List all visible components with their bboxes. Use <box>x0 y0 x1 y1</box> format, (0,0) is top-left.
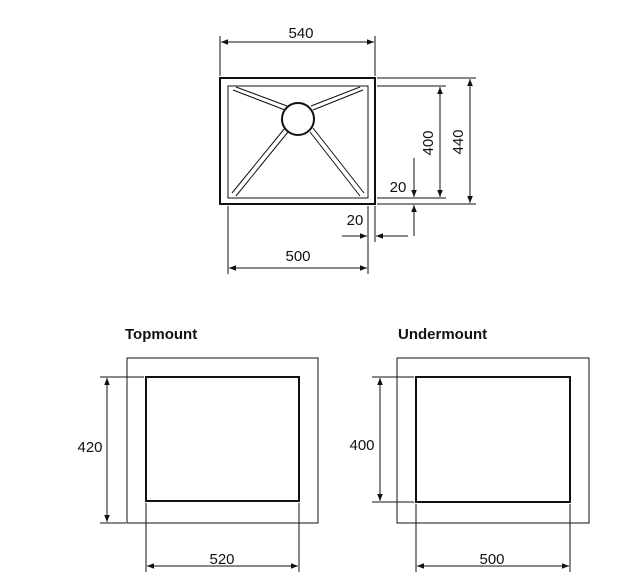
dim-outer-width: 540 <box>219 25 376 76</box>
dim-bottom-offset-label: 20 <box>347 212 364 229</box>
topmount-diagram: Topmount 420 520 <box>77 326 319 572</box>
undermount-title: Undermount <box>398 326 487 343</box>
sink-outer-rim <box>219 77 376 205</box>
dim-outer-width-label: 540 <box>288 25 313 42</box>
topmount-title: Topmount <box>125 326 197 343</box>
dim-outer-depth-label: 440 <box>450 129 467 154</box>
dim-side-offset-label: 20 <box>390 179 407 196</box>
dim-inner-depth-label: 400 <box>420 130 437 155</box>
topmount-height-label: 420 <box>77 439 102 456</box>
undermount-width-label: 500 <box>479 551 504 568</box>
undermount-diagram: Undermount 400 500 <box>349 326 590 572</box>
topmount-counter-cutout <box>126 357 319 524</box>
topmount-sink-outline <box>145 376 300 502</box>
undermount-height-label: 400 <box>349 437 374 454</box>
drain-icon <box>281 102 315 136</box>
dim-depths: 400 440 <box>377 77 476 205</box>
undermount-counter-cutout <box>396 357 590 524</box>
dim-inner-width: 500 <box>227 206 369 274</box>
topmount-width-label: 520 <box>209 551 234 568</box>
dim-inner-width-label: 500 <box>285 248 310 265</box>
sink-top-view <box>219 77 376 205</box>
bowl-slope-lines <box>231 86 365 197</box>
sink-inner-bowl <box>227 85 369 199</box>
undermount-sink-outline <box>415 376 571 503</box>
dim-offsets: 20 20 <box>342 158 417 242</box>
